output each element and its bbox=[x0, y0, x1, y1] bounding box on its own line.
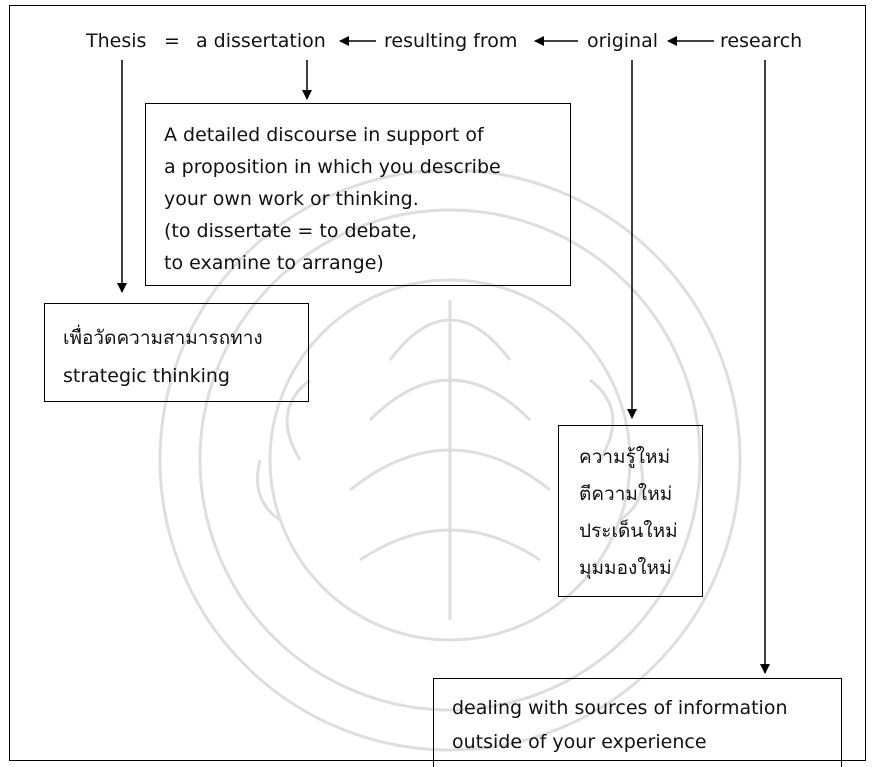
definition-line: (to dissertate = to debate, bbox=[164, 220, 418, 242]
originality-box: ความรู้ใหม่ ตีความใหม่ ประเด็นใหม่ มุมมอ… bbox=[558, 425, 703, 597]
original-label: original bbox=[587, 30, 659, 52]
definition-line: to examine to arrange) bbox=[164, 252, 384, 274]
research-line: dealing with sources of information bbox=[452, 697, 788, 719]
originality-line: ประเด็นใหม่ bbox=[579, 520, 678, 542]
thesis-label: Thesis bbox=[86, 30, 147, 52]
originality-line: ตีความใหม่ bbox=[579, 483, 673, 505]
purpose-line: strategic thinking bbox=[63, 365, 230, 387]
definition-line: your own work or thinking. bbox=[164, 188, 419, 210]
research-label: research bbox=[720, 30, 803, 52]
originality-line: ความรู้ใหม่ bbox=[579, 446, 671, 468]
thesis-purpose-box: เพื่อวัดความสามารถทาง strategic thinking bbox=[44, 303, 309, 402]
originality-line: มุมมองใหม่ bbox=[579, 557, 672, 579]
equals-sign: = bbox=[164, 30, 180, 52]
research-box: dealing with sources of information outs… bbox=[433, 678, 842, 767]
research-line: outside of your experience bbox=[452, 731, 707, 753]
purpose-line: เพื่อวัดความสามารถทาง bbox=[63, 327, 263, 349]
definition-line: a proposition in which you describe bbox=[164, 156, 501, 178]
definition-line: A detailed discourse in support of bbox=[164, 124, 484, 146]
definition-box: A detailed discourse in support of a pro… bbox=[145, 103, 571, 286]
university-seal-watermark bbox=[158, 168, 742, 752]
dissertation-label: a dissertation bbox=[196, 30, 326, 52]
resulting-from-label: resulting from bbox=[384, 30, 518, 52]
diagram-frame bbox=[9, 5, 866, 761]
